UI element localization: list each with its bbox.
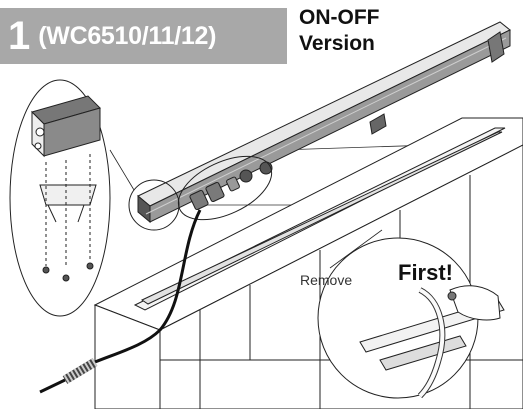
- end-cap-detail: [31, 95, 101, 282]
- end-cap-pointer-circle: [128, 179, 180, 231]
- film-pointer-line: [329, 229, 383, 269]
- power-cable: [94, 209, 202, 364]
- model-codes: (WC6510/11/12): [38, 21, 217, 50]
- version-title-line2: Version: [299, 32, 375, 55]
- protective-film-detail: [359, 285, 505, 399]
- cable-conduit-ridges: [62, 358, 98, 384]
- version-title-line1: ON-OFF: [299, 6, 380, 29]
- first-callout: First!: [398, 260, 453, 285]
- connector-highlight: [177, 155, 273, 221]
- pointer-line: [109, 149, 135, 191]
- version-title: ON-OFF Version: [299, 5, 379, 57]
- cable-connector: [189, 161, 273, 211]
- remove-callout: Remove: [300, 272, 353, 288]
- step-header: 1 (WC6510/11/12): [0, 8, 287, 64]
- cable-end: [39, 378, 66, 394]
- mounting-groove: [133, 127, 506, 311]
- header-band-bg: [0, 8, 287, 64]
- step-number: 1: [8, 14, 31, 58]
